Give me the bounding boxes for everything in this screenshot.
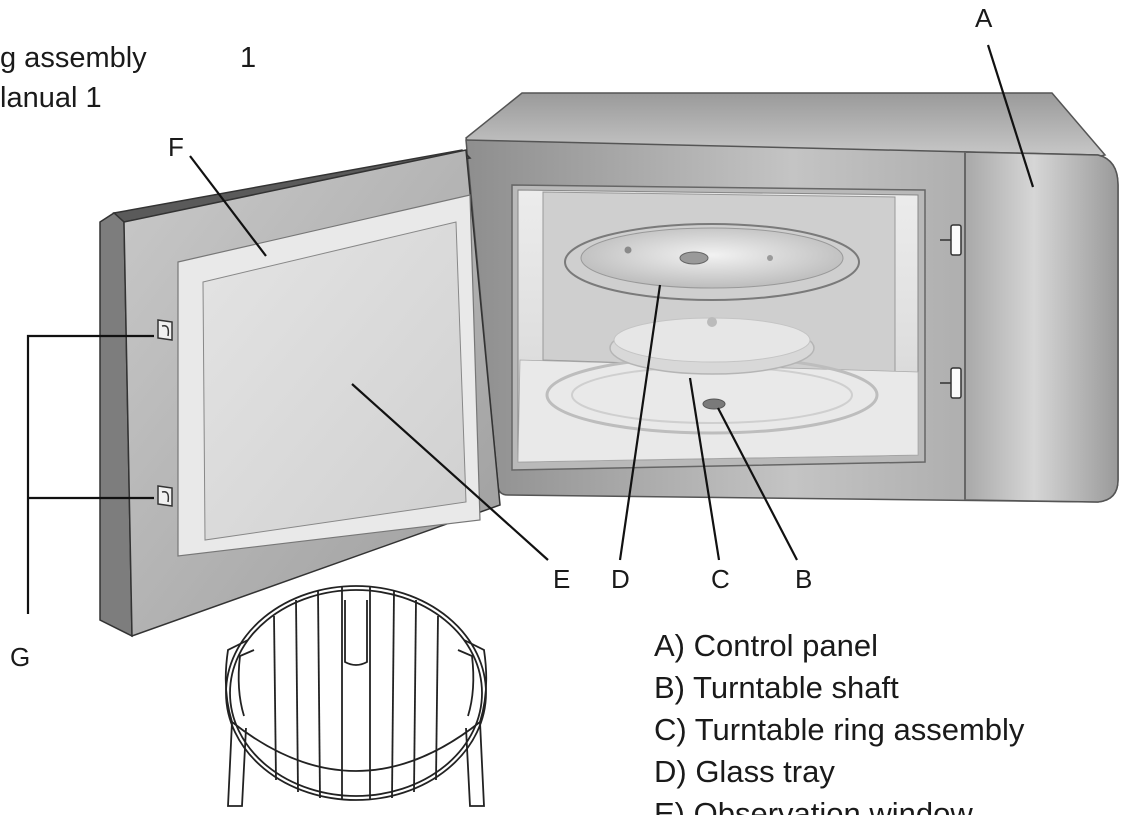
callout-B: B — [795, 564, 812, 594]
callout-D: D — [611, 564, 630, 594]
top-left-line-1-qty: 1 — [240, 42, 256, 74]
legend-item-d: D) Glass tray — [654, 754, 835, 789]
rack-leg-left-inner — [237, 649, 255, 717]
rack-bar-1 — [273, 615, 277, 781]
leader-E — [351, 383, 549, 561]
glass-tray-hub — [679, 251, 709, 265]
top-left-line-1: g assembly — [0, 42, 147, 74]
glass-tray-inner — [580, 227, 844, 289]
wire-rack — [224, 585, 488, 807]
cavity-floor — [517, 359, 919, 463]
rack-leg-right-inner — [457, 649, 475, 717]
door — [99, 149, 501, 638]
rack-bar-3 — [317, 590, 321, 799]
rack-base-arc — [231, 721, 481, 772]
rack-top-ring — [225, 585, 487, 801]
microwave-body — [465, 92, 1119, 503]
turntable-shaft — [702, 398, 726, 410]
top-left-line-2: lanual 1 — [0, 82, 102, 114]
rack-center-notch — [344, 600, 368, 666]
leader-lines — [26, 44, 1035, 614]
callout-A: A — [975, 3, 993, 33]
callout-G: G — [10, 642, 30, 672]
legend-item-c: C) Turntable ring assembly — [654, 712, 1025, 747]
observation-window — [202, 221, 467, 541]
door-hook-upper — [157, 319, 173, 341]
support-hub — [707, 317, 717, 327]
leader-F — [189, 155, 267, 257]
legend: A) Control panel B) Turntable shaft C) T… — [654, 628, 1025, 815]
latch-slot-upper — [950, 224, 962, 256]
turntable-parts — [545, 223, 879, 435]
legend-item-a: A) Control panel — [654, 628, 878, 663]
latch-slot-lower — [950, 367, 962, 399]
rack-leg-right — [463, 639, 488, 807]
rack-bar-6 — [391, 590, 395, 799]
door-hook-lower — [157, 485, 173, 507]
rack-leg-left — [224, 639, 249, 807]
leader-D — [618, 284, 662, 561]
glass-tray-dot — [624, 246, 632, 254]
leader-G — [26, 334, 154, 614]
callout-E: E — [553, 564, 570, 594]
leader-C — [688, 377, 721, 561]
leader-B — [717, 407, 798, 561]
control-panel — [964, 151, 1119, 503]
callout-F: F — [168, 132, 184, 162]
callout-C: C — [711, 564, 730, 594]
legend-item-b: B) Turntable shaft — [654, 670, 899, 705]
leader-A — [986, 44, 1035, 188]
glass-tray-dot-2 — [767, 255, 773, 261]
legend-item-e: E) Observation window — [654, 796, 973, 815]
rack-bar-7 — [413, 599, 417, 793]
rack-bar-8 — [435, 615, 439, 781]
rack-bar-2 — [295, 599, 299, 793]
rack-top-ring-inner — [229, 589, 483, 797]
